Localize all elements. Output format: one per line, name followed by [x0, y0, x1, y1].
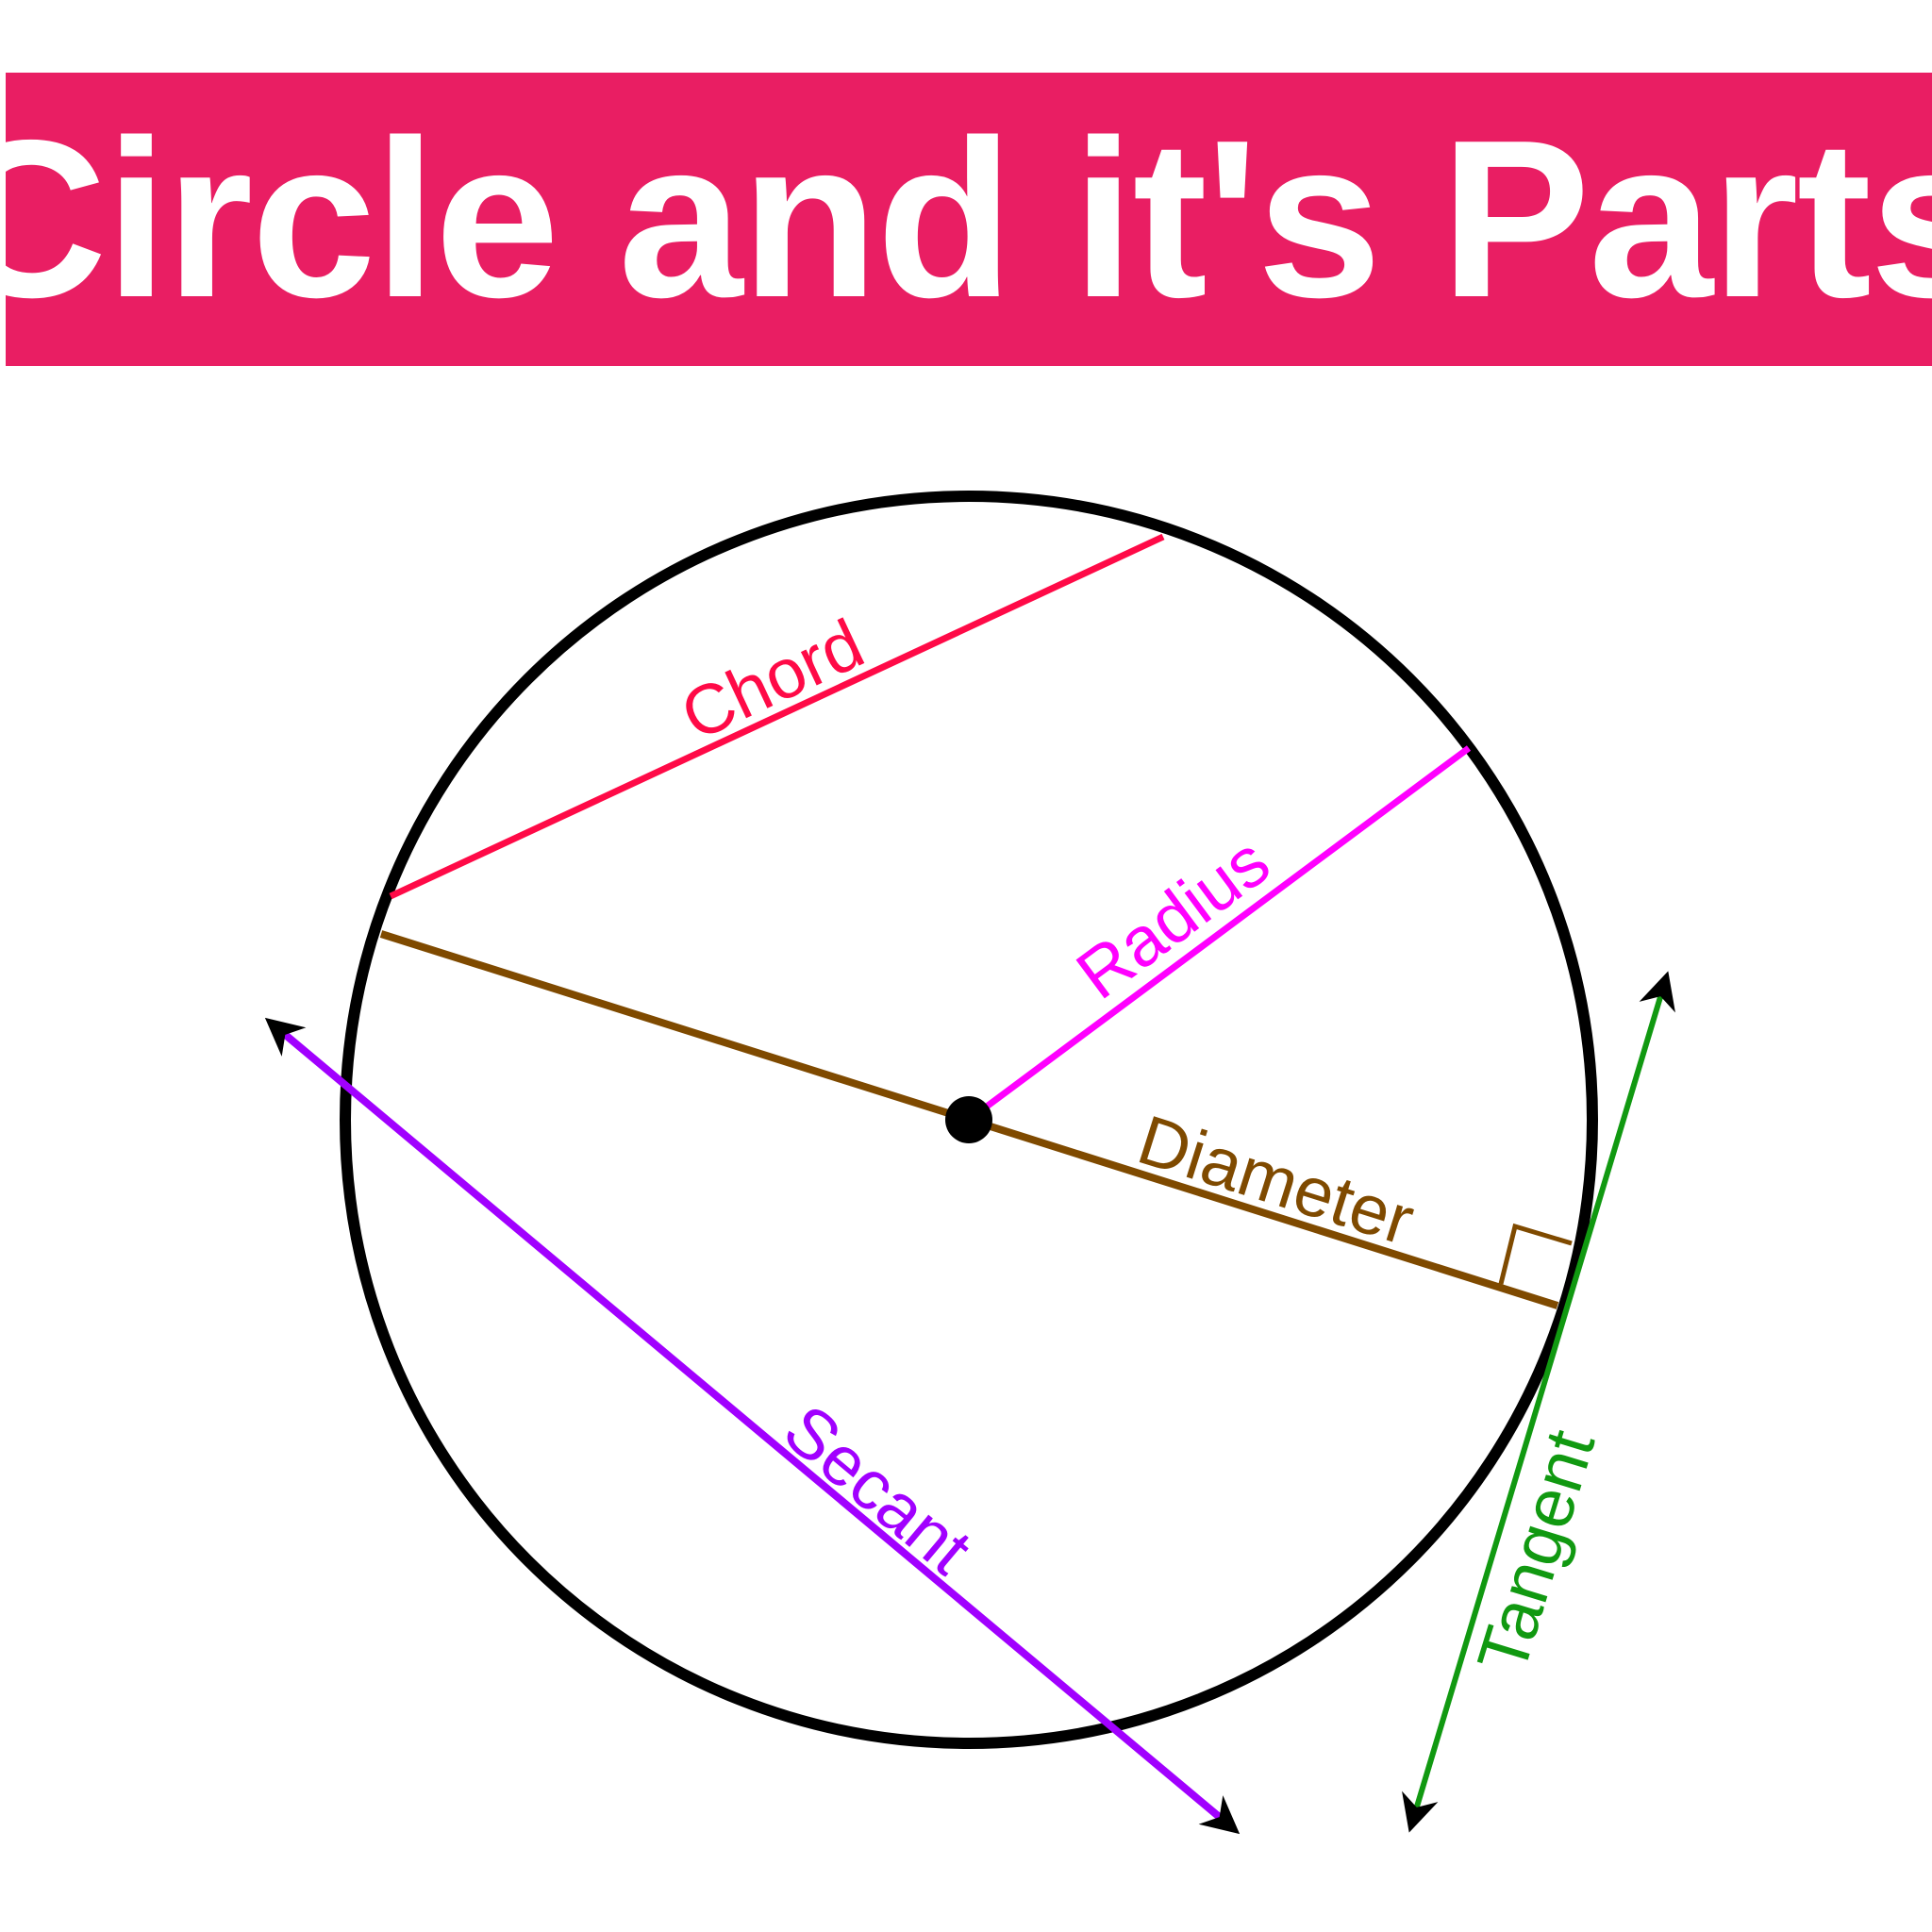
- right-angle-marker: [1498, 1223, 1573, 1285]
- diameter-label: Diameter: [1129, 1100, 1423, 1259]
- title-banner: Circle and it's Parts: [0, 73, 1932, 366]
- tangent-label: Tangent: [1462, 1421, 1609, 1682]
- secant-label: Secant: [770, 1390, 987, 1590]
- page-title: Circle and it's Parts: [0, 93, 1932, 344]
- chord-line: [389, 533, 1165, 900]
- radius-label: Radius: [1062, 822, 1283, 1014]
- center-point: [945, 1096, 992, 1143]
- tangent-line: [1402, 971, 1675, 1833]
- chord-label: Chord: [670, 604, 875, 755]
- secant-line: [264, 1017, 1241, 1835]
- radius-line: [966, 745, 1472, 1123]
